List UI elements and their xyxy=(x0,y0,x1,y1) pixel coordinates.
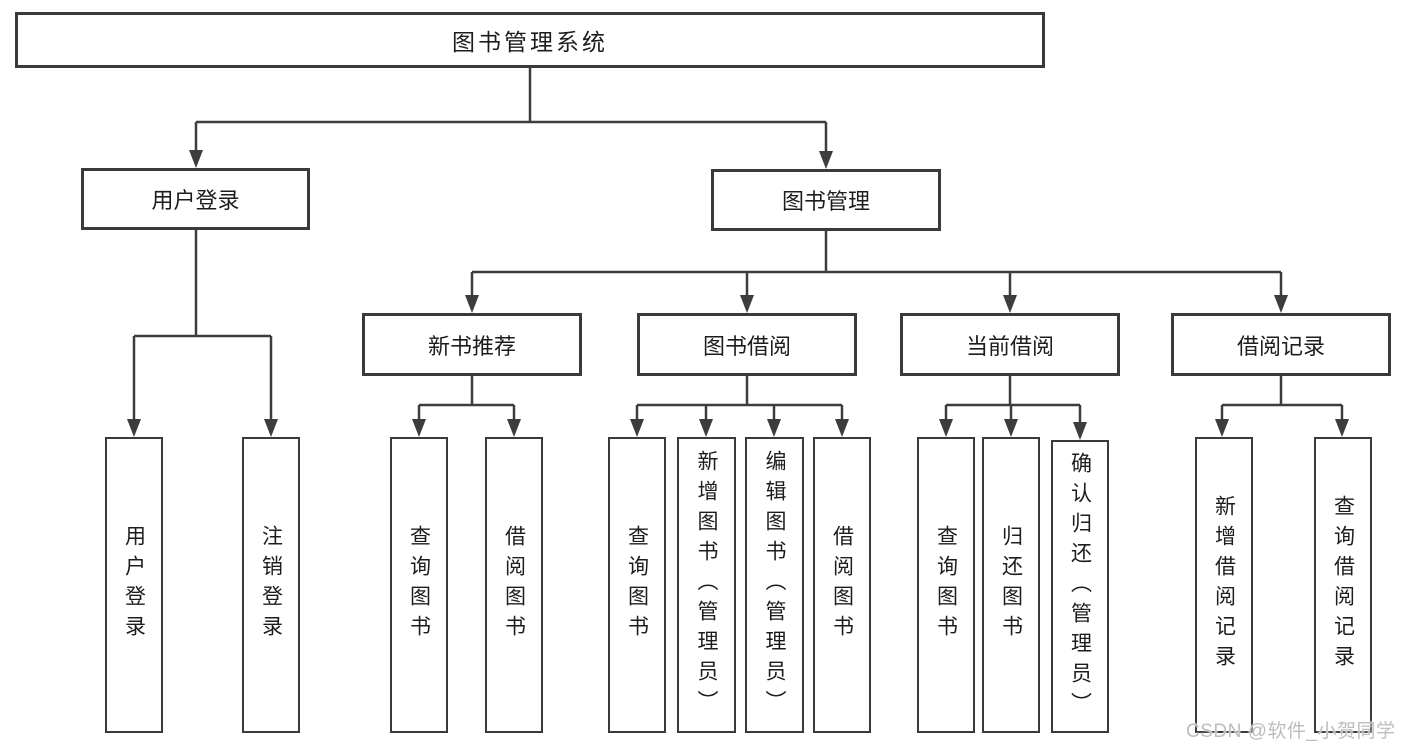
connector-book-management xyxy=(470,231,1283,299)
arrow-down-icon xyxy=(264,419,278,437)
arrow-down-icon xyxy=(630,419,644,437)
arrow-down-icon xyxy=(699,419,713,437)
node-leaf-query-books-current: 查询图书 xyxy=(917,437,975,733)
connector-new-book xyxy=(417,376,516,423)
node-leaf-borrow-books-recommend: 借阅图书 xyxy=(485,437,543,733)
connector-borrow-records xyxy=(1220,376,1344,423)
arrow-down-icon xyxy=(127,419,141,437)
arrow-down-icon xyxy=(1073,422,1087,440)
node-current-borrow: 当前借阅 xyxy=(900,313,1120,376)
arrow-down-icon xyxy=(767,419,781,437)
node-user-login: 用户登录 xyxy=(81,168,310,230)
node-label: 当前借阅 xyxy=(965,333,1054,359)
arrow-down-icon xyxy=(835,419,849,437)
node-label: 图书管理系统 xyxy=(452,29,608,55)
node-new-book-recommend: 新书推荐 xyxy=(362,313,582,376)
node-leaf-return-book: 归还图书 xyxy=(982,437,1040,733)
node-label: 注销登录 xyxy=(259,525,283,645)
node-label: 借阅图书 xyxy=(830,525,854,645)
node-label: 借阅记录 xyxy=(1236,333,1325,359)
node-leaf-query-books-borrow: 查询图书 xyxy=(608,437,666,733)
arrowheads xyxy=(127,150,1349,440)
node-label: 查询借阅记录 xyxy=(1331,495,1355,675)
arrow-down-icon xyxy=(740,295,754,313)
node-label: 编辑图书（管理员） xyxy=(763,450,786,720)
arrow-down-icon xyxy=(1274,295,1288,313)
arrow-down-icon xyxy=(1004,419,1018,437)
node-book-management: 图书管理 xyxy=(711,169,941,231)
arrow-down-icon xyxy=(819,151,833,169)
csdn-watermark: CSDN @软件_小贺同学 xyxy=(1186,721,1396,742)
node-book-borrow: 图书借阅 xyxy=(637,313,857,376)
arrow-down-icon xyxy=(939,419,953,437)
node-root: 图书管理系统 xyxy=(15,12,1045,68)
connector-user-login xyxy=(132,230,273,423)
node-leaf-edit-book-admin: 编辑图书（管理员） xyxy=(745,437,804,733)
node-label: 查询图书 xyxy=(407,525,431,645)
node-label: 借阅图书 xyxy=(502,525,526,645)
connector-book-borrow xyxy=(635,376,844,423)
arrow-down-icon xyxy=(465,295,479,313)
node-leaf-add-book-admin: 新增图书（管理员） xyxy=(677,437,736,733)
arrow-down-icon xyxy=(189,150,203,168)
node-leaf-query-borrow-record: 查询借阅记录 xyxy=(1314,437,1372,733)
connector-root xyxy=(194,67,828,155)
node-leaf-confirm-return-admin: 确认归还（管理员） xyxy=(1051,440,1109,733)
node-label: 查询图书 xyxy=(934,525,958,645)
node-label: 新书推荐 xyxy=(427,333,516,359)
node-leaf-add-borrow-record: 新增借阅记录 xyxy=(1195,437,1253,733)
node-label: 确认归还（管理员） xyxy=(1068,451,1092,722)
node-leaf-query-books-recommend: 查询图书 xyxy=(390,437,448,733)
node-leaf-user-login: 用户登录 xyxy=(105,437,163,733)
arrow-down-icon xyxy=(507,419,521,437)
node-label: 图书借阅 xyxy=(702,333,791,359)
node-label: 用户登录 xyxy=(151,188,240,213)
node-label: 新增借阅记录 xyxy=(1212,495,1236,675)
connector-current-borrow xyxy=(944,376,1082,426)
arrow-down-icon xyxy=(1215,419,1229,437)
arrow-down-icon xyxy=(412,419,426,437)
arrow-down-icon xyxy=(1335,419,1349,437)
node-label: 归还图书 xyxy=(999,525,1023,645)
node-label: 新增图书（管理员） xyxy=(695,450,718,720)
node-leaf-borrow-books: 借阅图书 xyxy=(813,437,871,733)
arrow-down-icon xyxy=(1003,295,1017,313)
node-label: 用户登录 xyxy=(122,525,146,645)
node-borrow-records: 借阅记录 xyxy=(1171,313,1391,376)
node-label: 查询图书 xyxy=(625,525,649,645)
node-leaf-logout: 注销登录 xyxy=(242,437,300,733)
node-label: 图书管理 xyxy=(781,189,870,214)
